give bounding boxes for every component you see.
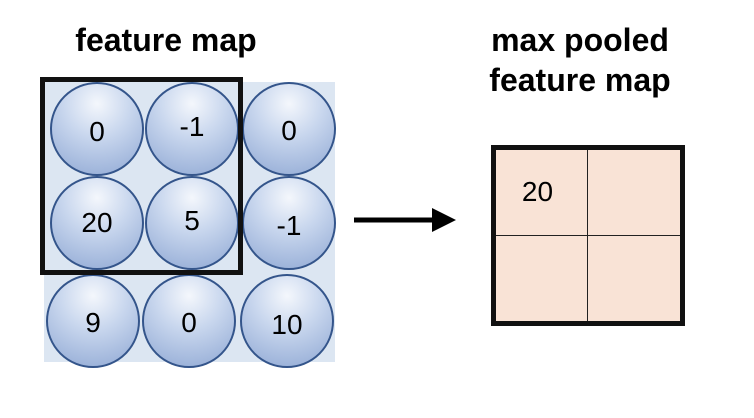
pooled-cell-r1c1: 20	[496, 150, 588, 236]
pooled-cell-r2c1	[496, 235, 588, 321]
feature-cell-r1c1: 0	[50, 82, 144, 176]
feature-cell-r3c2: 0	[142, 274, 236, 368]
pooling-window	[40, 77, 243, 275]
pooled-cell-r1c2	[588, 150, 680, 236]
feature-cell-r2c1: 20	[50, 176, 144, 270]
max-pooled-grid: 20	[491, 145, 685, 326]
feature-cell-r1c3: 0	[242, 82, 336, 176]
feature-cell-r2c3: -1	[242, 176, 336, 270]
pooled-map-title-line-2: feature map	[489, 62, 671, 98]
feature-cell-r3c1: 9	[46, 274, 140, 368]
feature-cell-r3c3: 10	[240, 274, 334, 368]
pooled-map-title: max pooled feature map	[458, 20, 702, 100]
pooled-map-title-line-1: max pooled	[491, 22, 669, 58]
feature-cell-r2c2: 5	[145, 176, 239, 270]
right-arrow-icon	[354, 208, 456, 232]
feature-map-title: feature map	[75, 22, 257, 58]
pooled-cell-r2c2	[588, 236, 680, 322]
